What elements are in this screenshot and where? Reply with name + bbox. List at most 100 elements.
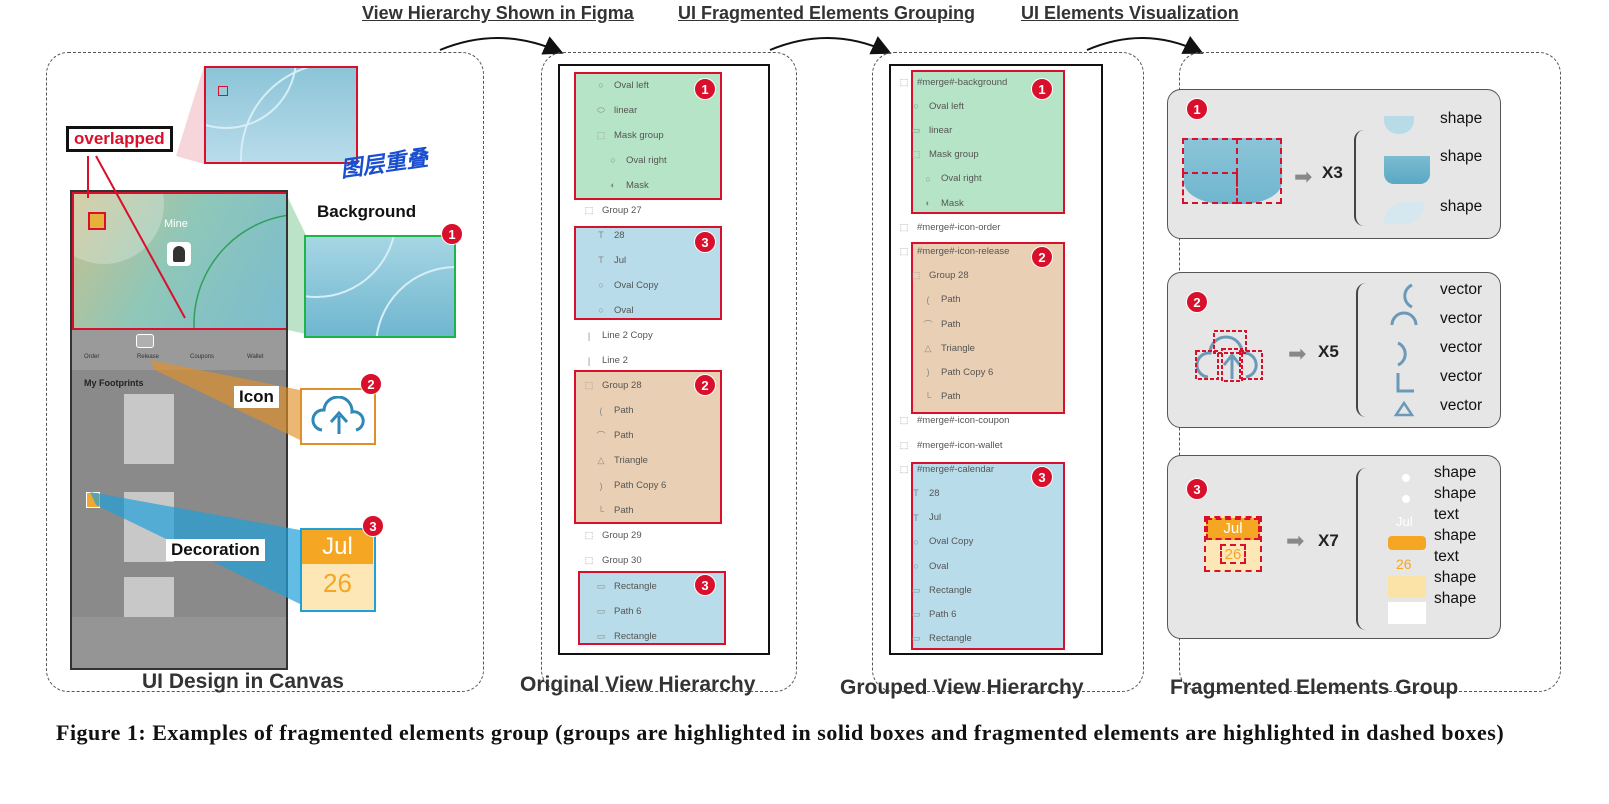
overlap-marker	[218, 86, 228, 96]
tree-row[interactable]: ▭Rectangle	[909, 578, 972, 602]
caption-canvas: UI Design in Canvas	[142, 670, 344, 693]
layer-type-icon: ○	[925, 173, 931, 184]
tree-row[interactable]: ⬚Group 28	[909, 264, 969, 288]
layer-name: Rectangle	[614, 630, 657, 642]
tree-row[interactable]: ⬚Group 29	[582, 524, 642, 548]
background-zoom	[304, 235, 456, 338]
layer-name: linear	[929, 124, 953, 136]
tree-row[interactable]: └Path	[594, 499, 634, 523]
step-label-figma: View Hierarchy Shown in Figma	[362, 3, 634, 23]
tree-row[interactable]: ○Oval	[594, 298, 634, 322]
badge-3: 3	[1031, 466, 1053, 488]
layer-name: Jul	[929, 512, 942, 524]
layer-name: Mask group	[614, 129, 664, 141]
footprints-heading: My Footprints	[84, 378, 144, 388]
tree-row[interactable]: | Line 2	[582, 349, 628, 373]
tree-row[interactable]: ⌒Path	[594, 424, 633, 448]
shape-preview	[1402, 495, 1410, 503]
tree-row[interactable]: ◐Mask	[921, 191, 963, 215]
tree-row[interactable]: ⬚#merge#-background	[897, 70, 1008, 94]
tree-row[interactable]: ⬚#merge#-calendar	[897, 457, 994, 481]
badge-2: 2	[1186, 291, 1208, 313]
tree-row[interactable]: ▭Rectangle	[594, 624, 657, 648]
tree-row[interactable]: ▭Path 6	[594, 599, 642, 623]
layer-name: Group 28	[929, 270, 969, 282]
tree-row[interactable]: ○ Oval right	[921, 167, 982, 191]
icon-label: Icon	[234, 386, 279, 408]
output-type: vector	[1440, 397, 1483, 414]
tree-row[interactable]: △Triangle	[921, 336, 975, 360]
tree-row[interactable]: ○Oval	[909, 554, 948, 578]
tree-row[interactable]: ○ Oval Copy	[909, 530, 973, 554]
layer-type-icon: △	[924, 342, 932, 353]
tree-row[interactable]: ▭Rectangle	[909, 627, 972, 651]
layer-type-icon: |	[587, 355, 591, 366]
layer-type-icon: ○	[913, 536, 919, 547]
layer-name: Group 30	[602, 555, 642, 567]
grouped-group-2	[911, 242, 1065, 414]
output-type: text	[1434, 506, 1459, 523]
tab-coupons[interactable]: Coupons	[190, 354, 215, 360]
tree-row[interactable]: └Path	[921, 385, 961, 409]
layer-name: Oval right	[626, 154, 667, 166]
tree-row[interactable]: ○Oval right	[606, 148, 667, 172]
tree-row[interactable]: ⬚#merge#-icon-order	[897, 215, 1001, 239]
original-group-2	[574, 370, 722, 524]
tree-row[interactable]: ○Oval Copy	[594, 273, 658, 297]
layer-name: Oval Copy	[929, 536, 974, 548]
layer-name: #merge#-calendar	[917, 463, 995, 475]
tree-row[interactable]: (Path	[921, 288, 961, 312]
layer-type-icon: ⬭	[597, 104, 605, 115]
tree-row[interactable]: △Triangle	[594, 449, 648, 473]
tree-row[interactable]: ⬚Group 28	[582, 374, 642, 398]
tree-row[interactable]: ⬚Mask group	[594, 123, 664, 147]
layer-name: Mask	[626, 179, 649, 191]
tree-row[interactable]: ▭linear	[909, 118, 953, 142]
layer-name: Oval right	[941, 173, 982, 185]
tree-row[interactable]: ⬚Group 27	[582, 198, 642, 222]
background-label: Background	[312, 201, 422, 223]
tree-row[interactable]: )Path Copy 6	[921, 360, 994, 384]
tree-row[interactable]: ⬚#merge#-icon-coupon	[897, 409, 1010, 433]
tree-row[interactable]: |Line 2 Copy	[582, 324, 653, 348]
original-tree: ○Oval left⬭linear⬚Mask group○Oval right◐…	[558, 64, 770, 655]
tree-row[interactable]: ▭Path 6	[909, 602, 957, 626]
tree-row[interactable]: ◐Mask	[606, 173, 649, 197]
shape-preview	[1388, 602, 1426, 624]
tree-row[interactable]: ⬚Group 30	[582, 549, 642, 573]
tree-row[interactable]: ○Oval left	[909, 94, 964, 118]
tab-order[interactable]: Order	[84, 354, 100, 360]
tab-release[interactable]: Release	[137, 354, 160, 360]
output-type: shape	[1434, 527, 1477, 544]
tree-row[interactable]: ⬚#merge#-icon-release	[897, 239, 1010, 263]
tree-row[interactable]: ⬭linear	[594, 98, 637, 122]
tab-wallet[interactable]: Wallet	[247, 354, 264, 360]
brace	[1356, 468, 1376, 630]
tree-row[interactable]: ⬚Mask group	[909, 143, 979, 167]
tree-row[interactable]: ⬚#merge#-icon-wallet	[897, 433, 1003, 457]
layer-name: Oval	[614, 304, 634, 316]
layer-name: Line 2	[602, 355, 628, 367]
layer-type-icon: ⬚	[584, 204, 594, 215]
output-type: vector	[1440, 339, 1483, 356]
layer-name: Path	[614, 505, 634, 517]
arrow-icon: ➡	[1294, 164, 1313, 189]
badge-3: 3	[694, 231, 716, 253]
layer-name: Path	[614, 405, 634, 417]
tree-row[interactable]: ○Oval left	[594, 73, 649, 97]
layer-name: #merge#-icon-wallet	[917, 439, 1003, 451]
layer-type-icon: ▭	[596, 605, 606, 616]
tree-row[interactable]: ⌒Path	[921, 312, 960, 336]
layer-type-icon: ▭	[911, 608, 921, 619]
cloud-upload-icon	[311, 396, 365, 434]
icon-zoom	[300, 388, 376, 445]
tree-row[interactable]: ▭Rectangle	[594, 574, 657, 598]
dashed-box	[1236, 138, 1282, 204]
tree-row[interactable]: (Path	[594, 399, 634, 423]
tree-row[interactable]: )Path Copy 6	[594, 474, 667, 498]
